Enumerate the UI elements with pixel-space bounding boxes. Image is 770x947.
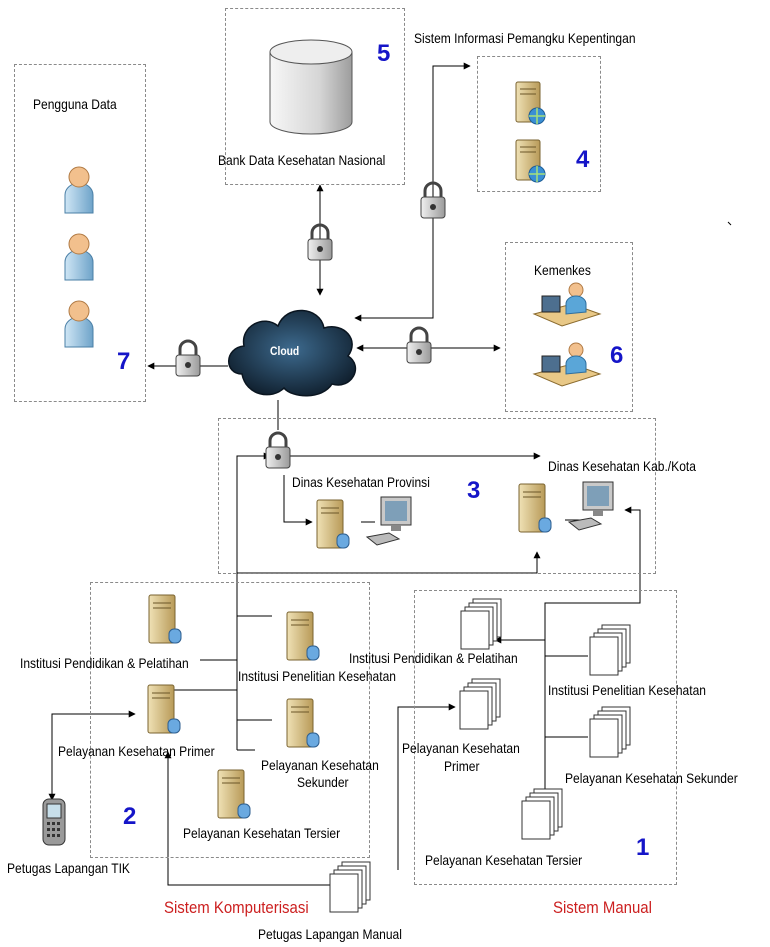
petugas-manual-label: Petugas Lapangan Manual: [258, 926, 402, 942]
cloud-icon: [222, 296, 362, 409]
sistem-informasi-box: [477, 56, 601, 192]
dinas-box: [218, 418, 656, 574]
lock-icon: [305, 222, 335, 267]
sistem-komputerisasi-box: [90, 582, 370, 858]
db-server-icon: [145, 593, 185, 652]
number-label: 7: [117, 348, 131, 375]
user-icon: [62, 232, 96, 287]
web-server-icon: [512, 138, 548, 189]
workstation-user-icon: [532, 280, 602, 337]
number-label: 3: [467, 477, 481, 504]
man-pelayanan-primer-label-1: Pelayanan Kesehatan: [402, 740, 520, 756]
documents-icon: [456, 677, 504, 736]
db-server-icon: [214, 768, 254, 827]
kemenkes-box: [505, 242, 633, 412]
komp-pelayanan-primer-label: Pelayanan Kesehatan Primer: [58, 743, 215, 759]
pengguna-data-label: Pengguna Data: [33, 96, 117, 112]
user-icon: [62, 165, 96, 220]
sistem-manual-box: [414, 590, 677, 885]
documents-icon: [518, 787, 566, 846]
db-server-icon: [283, 610, 323, 669]
man-institusi-pendidikan-label: Institusi Pendidikan & Pelatihan: [349, 650, 518, 666]
db-server-icon: [313, 498, 353, 557]
web-server-icon: [512, 80, 548, 131]
man-pelayanan-primer-label-2: Primer: [444, 758, 480, 774]
db-server-icon: [515, 482, 555, 541]
documents-icon: [326, 860, 374, 919]
number-label: 2: [123, 803, 137, 830]
database-icon: [268, 38, 354, 143]
number-label: 6: [610, 342, 624, 369]
komp-institusi-pendidikan-label: Institusi Pendidikan & Pelatihan: [20, 655, 189, 671]
man-institusi-penelitian-label: Institusi Penelitian Kesehatan: [548, 682, 706, 698]
kemenkes-label: Kemenkes: [534, 262, 591, 278]
db-server-icon: [283, 697, 323, 756]
mobile-phone-icon: [40, 797, 68, 852]
sistem-komputerisasi-caption: Sistem Komputerisasi: [164, 898, 309, 917]
petugas-tik-label: Petugas Lapangan TIK: [7, 860, 130, 876]
komp-pelayanan-tersier-label: Pelayanan Kesehatan Tersier: [183, 825, 341, 841]
db-server-icon: [144, 683, 184, 742]
number-label: 4: [576, 146, 590, 173]
number-label: 5: [377, 40, 391, 67]
workstation-user-icon: [532, 340, 602, 397]
lock-icon: [173, 338, 203, 383]
documents-icon: [457, 597, 505, 656]
lock-icon: [418, 180, 448, 225]
computer-icon: [567, 480, 617, 537]
dinas-kab-label: Dinas Kesehatan Kab./Kota: [548, 458, 696, 474]
bank-data-box: [225, 8, 405, 185]
sistem-informasi-label: Sistem Informasi Pemangku Kepentingan: [414, 30, 636, 46]
bank-data-label: Bank Data Kesehatan Nasional: [218, 152, 386, 168]
computer-icon: [365, 495, 415, 552]
lock-icon: [404, 325, 434, 370]
lock-icon: [263, 430, 293, 475]
pengguna-data-box: [14, 64, 146, 402]
komp-pelayanan-sekunder-label-1: Pelayanan Kesehatan: [261, 757, 379, 773]
dinas-provinsi-label: Dinas Kesehatan Provinsi: [292, 474, 430, 490]
sistem-manual-caption: Sistem Manual: [553, 898, 652, 917]
komp-institusi-penelitian-label: Institusi Penelitian Kesehatan: [238, 668, 396, 684]
number-label: 1: [636, 834, 650, 861]
komp-pelayanan-sekunder-label-2: Sekunder: [297, 774, 349, 790]
man-pelayanan-sekunder-label: Pelayanan Kesehatan Sekunder: [565, 770, 738, 786]
man-pelayanan-tersier-label: Pelayanan Kesehatan Tersier: [425, 852, 583, 868]
cloud-label: Cloud: [270, 344, 300, 358]
documents-icon: [586, 705, 634, 764]
documents-icon: [586, 623, 634, 682]
user-icon: [62, 299, 96, 354]
